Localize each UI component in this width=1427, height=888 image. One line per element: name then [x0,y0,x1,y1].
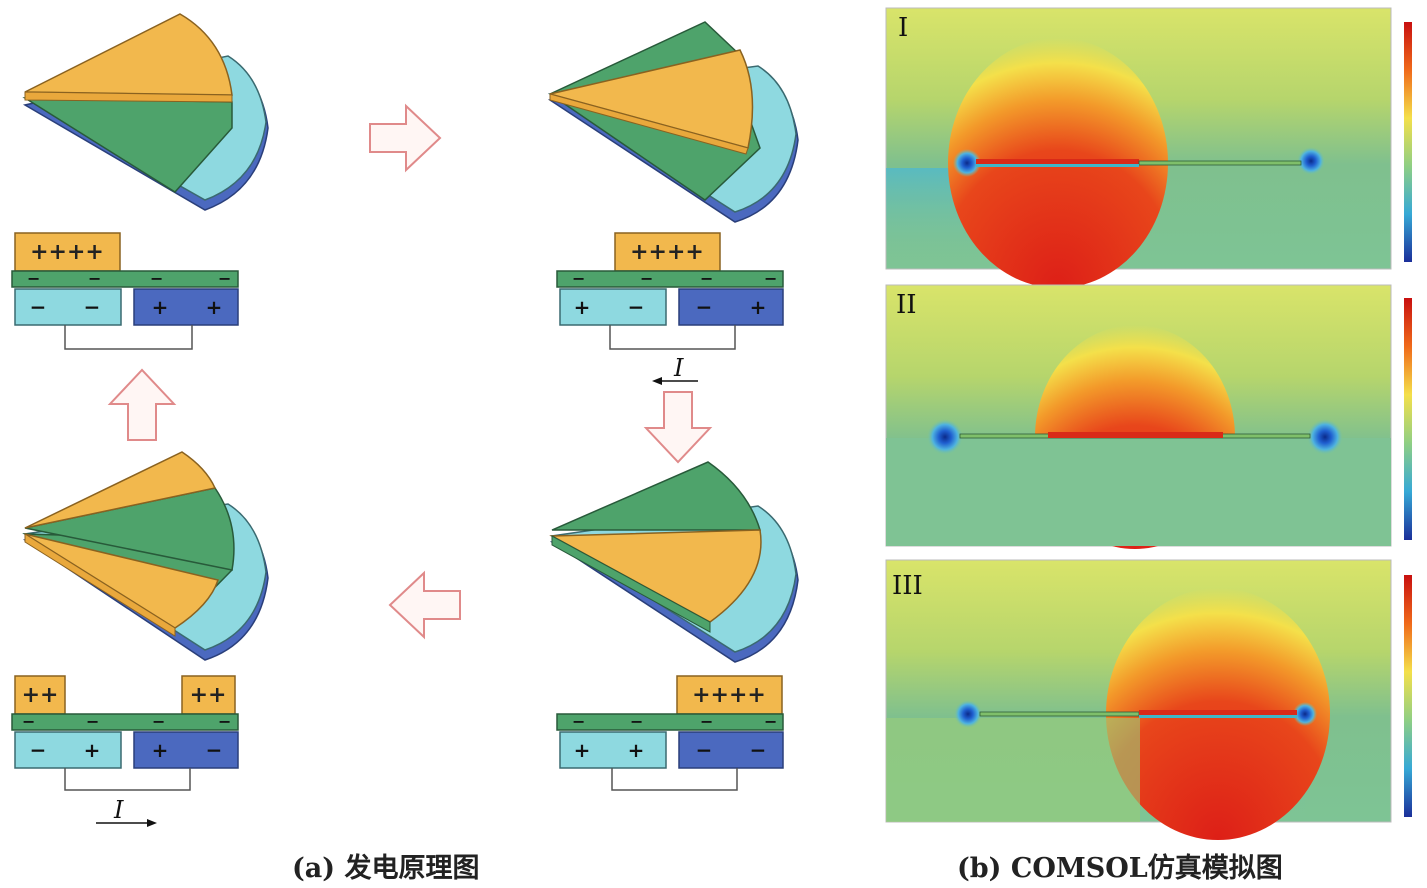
flow-arrow-down-icon [645,391,711,463]
state-2: ++++ − − − − + − − + I [547,21,799,385]
sim-panel-3-label: III [892,571,923,601]
top-charges-4b: ++ [190,682,227,708]
electrode-charge: + [152,738,169,762]
mid-charge: − [700,269,713,288]
flow-arrow-right-icon [369,105,441,171]
disc-1 [22,13,269,211]
electrode-charge: + [84,738,101,762]
sim-panel-1: I [885,7,1412,288]
stack-1: ++++ − − − − − − + + [11,232,239,350]
mid-charge: − [630,712,643,731]
electrode-charge: + [574,738,591,762]
state-3: ++++ − − − − + + − − [549,461,799,791]
circuit-wire [611,768,738,791]
electrode-charge: + [628,738,645,762]
mid-charge: − [86,712,99,731]
caption-b: (b) COMSOL仿真模拟图 [957,853,1283,884]
electrode-charge: + [152,295,169,319]
mid-charge: − [27,269,40,288]
colorbar-3 [1404,575,1412,817]
mid-charge: − [764,712,777,731]
state-4: ++ ++ − − − − − + + − I [11,451,269,827]
mid-charge: − [572,269,585,288]
circuit-wire [64,325,193,350]
circuit-wire [64,768,191,791]
flow-arrow-up-icon [109,369,175,441]
top-charges-2: ++++ [630,239,704,265]
top-charges-3: ++++ [692,682,766,708]
top-charges-1: ++++ [30,239,104,265]
flow-arrow-left-icon [389,572,461,638]
electrode-charge: + [750,295,767,319]
stack-3: ++++ − − − − + + − − [556,675,784,791]
current-arrowhead [652,377,662,385]
disc-2 [547,21,799,223]
mid-charge: − [218,269,231,288]
electrode-charge: − [30,295,47,319]
current-label-2: I [673,354,684,382]
state-1: ++++ − − − − − − + + [11,13,269,350]
disc-3 [549,461,799,663]
mid-charge: − [572,712,585,731]
electrode-charge: − [696,738,713,762]
colorbar-2 [1404,298,1412,540]
sim-panel-2: II [885,284,1412,549]
mid-charge: − [640,269,653,288]
electrode-charge: − [750,738,767,762]
current-arrowhead [147,819,157,827]
mid-charge: − [700,712,713,731]
mid-charge: − [218,712,231,731]
electrode-charge: − [206,738,223,762]
current-label-4: I [113,796,124,824]
top-charges-4a: ++ [22,682,59,708]
caption-a: (a) 发电原理图 [292,853,480,884]
stack-4: ++ ++ − − − − − + + − I [11,675,239,827]
mid-charge: − [150,269,163,288]
electrode-charge: + [206,295,223,319]
disc-4 [22,451,269,661]
mid-charge: − [152,712,165,731]
mid-charge: − [22,712,35,731]
electrode-charge: − [696,295,713,319]
mid-charge: − [764,269,777,288]
electrode-charge: − [84,295,101,319]
mid-charge: − [88,269,101,288]
stack-2: ++++ − − − − + − − + I [556,232,784,385]
colorbar-1 [1404,22,1412,262]
sim-panel-2-label: II [896,290,917,320]
sim-panel-1-label: I [898,13,908,43]
circuit-wire [609,325,736,350]
electrode-charge: − [30,738,47,762]
electrode-charge: + [574,295,591,319]
sim-panel-3: III [885,559,1412,840]
electrode-charge: − [628,295,645,319]
